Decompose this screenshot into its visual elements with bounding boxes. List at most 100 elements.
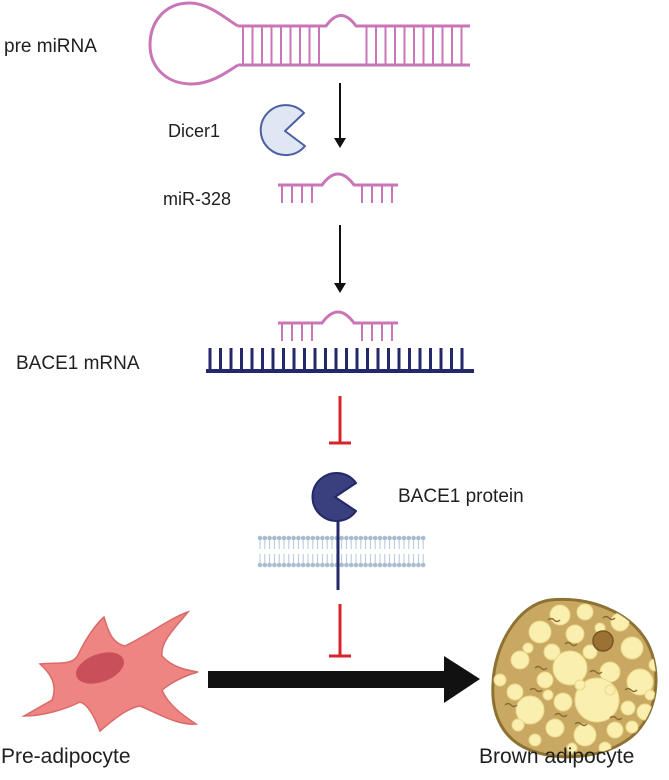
bace1-mrna-strand (206, 348, 474, 373)
lipid-droplet (620, 636, 644, 660)
mitochondrion (547, 617, 561, 623)
label-dicer1: Dicer1 (168, 121, 221, 141)
lipid-head (358, 535, 364, 541)
lipid-head (305, 535, 311, 541)
cell-membrane-bilayer (257, 535, 426, 568)
lipid-head (353, 562, 359, 568)
lipid-droplet (565, 624, 585, 644)
lipid-head (372, 535, 378, 541)
lipid-droplet (574, 679, 586, 691)
label-pre-mirna: pre miRNA (4, 36, 97, 57)
lipid-head (387, 535, 392, 541)
lipid-droplet (626, 668, 654, 696)
lipid-head (339, 562, 344, 568)
lipid-droplet (625, 720, 639, 734)
lipid-head (320, 535, 325, 541)
lipid-droplet (552, 650, 588, 686)
lipid-head (377, 535, 383, 541)
lipid-head (420, 562, 426, 568)
pre-mirna-upper-strand (238, 14, 470, 28)
lipid-head (382, 562, 388, 568)
mitochondrion (624, 687, 638, 693)
preadipocyte-cell-icon (21, 610, 199, 733)
lipid-head (416, 535, 421, 541)
lipid-head (272, 562, 277, 568)
label-mir328: miR-328 (163, 189, 232, 209)
lipid-head (262, 535, 268, 541)
lipid-droplet (493, 673, 507, 687)
mitochondrion (602, 615, 616, 621)
lipid-droplet (620, 700, 636, 716)
mitochondrion (564, 641, 578, 647)
lipid-droplet (573, 723, 597, 747)
lipid-head (315, 562, 320, 568)
brown-adipocyte-nucleus-icon (592, 630, 614, 652)
pre-mirna-hairpin (148, 1, 470, 86)
lipid-head (324, 562, 330, 568)
inhibition-protein-to-browning (329, 604, 351, 658)
mitochondrion (504, 702, 518, 708)
lipid-head (411, 562, 416, 568)
mitochondrion (554, 712, 568, 718)
lipid-head (401, 535, 407, 541)
lipid-head (368, 535, 373, 541)
mitochondrion (534, 665, 548, 671)
mitochondrion (589, 669, 603, 675)
lipid-head (353, 535, 359, 541)
lipid-droplet (536, 671, 554, 689)
mitochondrion (574, 721, 588, 727)
lipid-head (296, 562, 301, 568)
lipid-droplet (549, 604, 571, 626)
lipid-head (291, 535, 296, 541)
label-brown-adipocyte: Brown adipocyte (479, 745, 635, 768)
lipid-head (382, 535, 388, 541)
lipid-droplet (515, 695, 545, 725)
lipid-head (257, 562, 263, 568)
lipid-droplet (528, 620, 552, 644)
lipid-head (276, 562, 282, 568)
label-pre-adipocyte: Pre-adipocyte (1, 745, 131, 768)
label-bace1-protein: BACE1 protein (398, 486, 524, 507)
lipid-head (324, 535, 330, 541)
lipid-head (406, 535, 412, 541)
lipid-head (348, 562, 354, 568)
lipid-head (281, 562, 287, 568)
lipid-head (392, 535, 397, 541)
lipid-head (377, 562, 383, 568)
lipid-head (406, 562, 412, 568)
brown-adipocyte-cell-icon (491, 597, 658, 759)
lipid-head (372, 562, 378, 568)
lipid-droplet (528, 733, 542, 747)
lipid-droplet (644, 689, 656, 701)
lipid-head (420, 535, 426, 541)
lipid-droplet (545, 718, 565, 738)
lipid-head (305, 562, 311, 568)
lipid-droplet (553, 692, 573, 712)
dicer-pacman-icon (259, 104, 306, 157)
lipid-head (339, 535, 344, 541)
lipid-head (368, 562, 373, 568)
lipid-head (329, 535, 335, 541)
lipid-droplet (566, 742, 578, 754)
lipid-head (310, 562, 316, 568)
lipid-head (363, 562, 368, 568)
lipid-head (396, 562, 402, 568)
mitochondrion (639, 737, 653, 743)
lipid-head (286, 535, 292, 541)
lipid-head (329, 562, 335, 568)
lipid-head (387, 562, 392, 568)
lipid-head (296, 535, 301, 541)
pre-mirna-base-pairs (242, 26, 463, 65)
lipid-head (344, 562, 349, 568)
arrow-mir328-to-mrna (334, 225, 346, 293)
lipid-head (411, 535, 416, 541)
arrow-premirna-to-mir328 (334, 83, 346, 148)
mitochondrion (609, 715, 623, 721)
lipid-head (396, 535, 402, 541)
bace1-protein-icon (311, 472, 357, 590)
lipid-droplet (510, 650, 530, 670)
differentiation-arrow (208, 656, 480, 703)
lipid-head (416, 562, 421, 568)
label-bace1-mrna: BACE1 mRNA (16, 353, 140, 374)
